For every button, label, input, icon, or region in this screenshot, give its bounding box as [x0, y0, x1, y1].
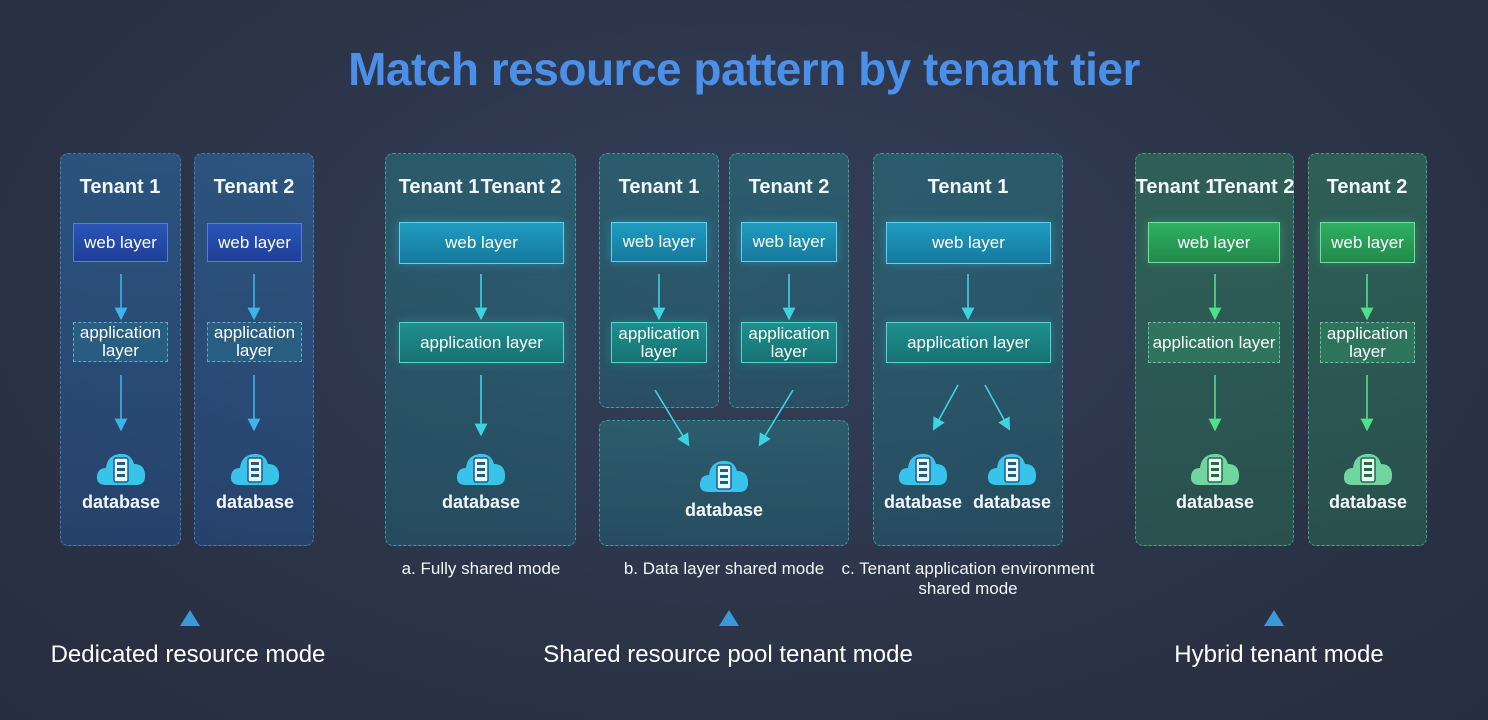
- dedicated-tenant2-label: Tenant 2: [213, 176, 295, 198]
- data-shared-t2-app-layer: application layer: [741, 322, 837, 363]
- fully-shared-database-label: database: [441, 492, 521, 512]
- dedicated-t1-web-layer: web layer: [73, 223, 168, 262]
- database-icon: [699, 460, 749, 492]
- dedicated-t2-database-label: database: [215, 492, 295, 512]
- dedicated-tenant1-label: Tenant 1: [79, 176, 161, 198]
- dedicated-t1-app-layer: application layer: [73, 322, 168, 362]
- app-env-shared-app-layer: application layer: [886, 322, 1051, 363]
- group-dedicated-label: Dedicated resource mode: [50, 641, 326, 668]
- triangle-marker: [719, 610, 739, 626]
- data-shared-t1-web-layer: web layer: [611, 222, 707, 262]
- hybrid-tenant1-label: Tenant 1: [1135, 176, 1217, 198]
- database-icon: [456, 453, 506, 485]
- dedicated-t1-database-label: database: [81, 492, 161, 512]
- caption-app-env-shared-line2: shared mode: [918, 579, 1018, 598]
- app-env-shared-database1-label: database: [883, 492, 963, 512]
- caption-fully-shared: a. Fully shared mode: [401, 559, 561, 578]
- hybrid-dedicated-database-label: database: [1328, 492, 1408, 512]
- database-icon: [1343, 453, 1393, 485]
- data-shared-tenant1-label: Tenant 1: [618, 176, 700, 198]
- app-env-shared-database2-label: database: [972, 492, 1052, 512]
- dedicated-t2-web-layer: web layer: [207, 223, 302, 262]
- triangle-marker: [180, 610, 200, 626]
- fully-shared-tenant1-label: Tenant 1: [398, 176, 480, 198]
- hybrid-shared-database-label: database: [1175, 492, 1255, 512]
- triangle-marker: [1264, 610, 1284, 626]
- dedicated-t2-app-layer: application layer: [207, 322, 302, 362]
- fully-shared-app-layer: application layer: [399, 322, 564, 363]
- page-title: Match resource pattern by tenant tier: [348, 43, 1140, 95]
- data-shared-database-label: database: [684, 500, 764, 520]
- caption-data-layer-shared: b. Data layer shared mode: [623, 559, 825, 578]
- caption-app-env-shared-line1: c. Tenant application environment: [841, 559, 1095, 578]
- app-env-shared-web-layer: web layer: [886, 222, 1051, 264]
- hybrid-shared-web-layer: web layer: [1148, 222, 1280, 263]
- data-shared-t2-web-layer: web layer: [741, 222, 837, 262]
- hybrid-dedicated-app-layer: application layer: [1320, 322, 1415, 363]
- group-shared-label: Shared resource pool tenant mode: [543, 641, 913, 668]
- fully-shared-tenant2-label: Tenant 2: [480, 176, 562, 198]
- data-shared-tenant2-label: Tenant 2: [748, 176, 830, 198]
- data-shared-t1-app-layer: application layer: [611, 322, 707, 363]
- database-icon: [230, 453, 280, 485]
- database-icon: [987, 453, 1037, 485]
- database-icon: [898, 453, 948, 485]
- database-icon: [1190, 453, 1240, 485]
- app-env-shared-tenant1-label: Tenant 1: [927, 176, 1009, 198]
- fully-shared-web-layer: web layer: [399, 222, 564, 264]
- hybrid-dedicated-tenant2-label: Tenant 2: [1326, 176, 1408, 198]
- group-hybrid-label: Hybrid tenant mode: [1174, 641, 1384, 668]
- hybrid-shared-app-layer: application layer: [1148, 322, 1280, 363]
- hybrid-dedicated-web-layer: web layer: [1320, 222, 1415, 263]
- database-icon: [96, 453, 146, 485]
- hybrid-tenant2-label: Tenant 2: [1213, 176, 1295, 198]
